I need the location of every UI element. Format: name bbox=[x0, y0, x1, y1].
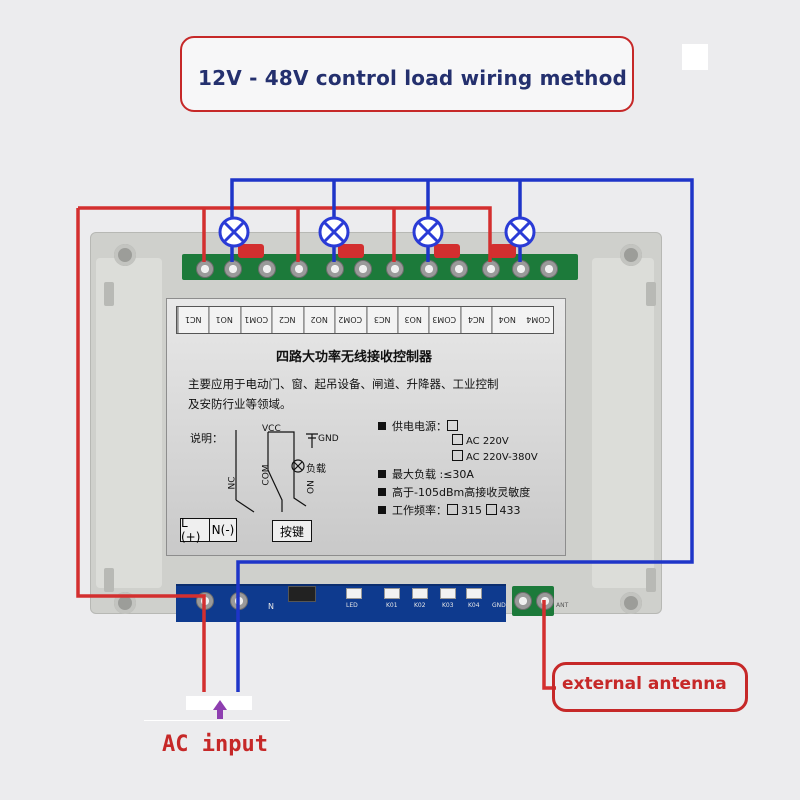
antenna-callout-frame bbox=[552, 662, 748, 712]
pcb-label: K03 bbox=[442, 602, 454, 609]
usage-line: 主要应用于电动门、窗、起吊设备、闸道、升降器、工业控制 bbox=[188, 377, 499, 391]
spec-frequency: 工作频率： 315 433 bbox=[378, 502, 521, 518]
freq-433: 433 bbox=[499, 504, 521, 517]
lamp-icon bbox=[504, 216, 536, 248]
checkbox-icon bbox=[452, 434, 463, 445]
usage-line: 及安防行业等领域。 bbox=[188, 397, 292, 411]
pcb-label: K02 bbox=[414, 602, 426, 609]
spec-max-load: 最大负载 :≤30A bbox=[378, 466, 474, 482]
mount-hole bbox=[114, 244, 136, 266]
pcb-connector bbox=[288, 586, 316, 602]
title-frame bbox=[180, 36, 634, 112]
terminal-screw bbox=[258, 260, 276, 278]
terminal-screw bbox=[450, 260, 468, 278]
diagram-title: 12V - 48V control load wiring method bbox=[198, 66, 628, 90]
pcb-label: LED bbox=[346, 602, 358, 609]
spec-sensitivity-text: 高于-105dBm高接收灵敏度 bbox=[392, 486, 531, 499]
bullet-icon bbox=[378, 488, 386, 496]
lamp-icon bbox=[218, 216, 250, 248]
bullet-icon bbox=[378, 506, 386, 514]
led-indicator bbox=[384, 588, 400, 599]
spec-ac220: AC 220V bbox=[452, 434, 509, 447]
key-button[interactable]: 按键 bbox=[272, 520, 312, 542]
side-slot bbox=[646, 568, 656, 592]
relay-tab bbox=[490, 244, 516, 258]
arrow-up-icon bbox=[213, 700, 227, 710]
relay-tab bbox=[338, 244, 364, 258]
spec-power-text: 供电电源： bbox=[392, 420, 447, 433]
gnd-label: GND bbox=[318, 434, 339, 444]
live-wire bbox=[78, 206, 492, 262]
bullet-icon bbox=[378, 422, 386, 430]
live-wire bbox=[76, 208, 206, 692]
corner-square bbox=[682, 44, 708, 70]
pcb-n-label: N bbox=[268, 602, 274, 611]
panel-usage: 主要应用于电动门、窗、起吊设备、闸道、升降器、工业控制 及安防行业等领域。 bbox=[188, 374, 538, 414]
pin-label-row: NC1 NO1 COM1 NC2 NO2 COM2 NC3 NO3 COM3 N… bbox=[176, 306, 554, 334]
terminal-screw bbox=[540, 260, 558, 278]
spec-sensitivity: 高于-105dBm高接收灵敏度 bbox=[378, 484, 530, 500]
bullet-icon bbox=[378, 470, 386, 478]
side-slot bbox=[104, 568, 114, 592]
spec-frequency-text: 工作频率： bbox=[392, 504, 447, 517]
antenna-label: external antenna bbox=[562, 674, 727, 694]
side-slot bbox=[646, 282, 656, 306]
checkbox-icon bbox=[452, 450, 463, 461]
spec-max-load-text: 最大负载 :≤30A bbox=[392, 468, 474, 481]
led-indicator bbox=[440, 588, 456, 599]
input-underline bbox=[144, 720, 290, 721]
lamp-icon bbox=[412, 216, 444, 248]
explain-label: 说明： bbox=[190, 432, 223, 445]
terminal-screw bbox=[354, 260, 372, 278]
n-terminal-label: N(-) bbox=[209, 518, 237, 542]
led-indicator bbox=[466, 588, 482, 599]
label-panel bbox=[166, 298, 566, 556]
lamp-icon bbox=[318, 216, 350, 248]
spec-ac380: AC 220V-380V bbox=[452, 450, 538, 463]
freq-315: 315 bbox=[461, 504, 482, 517]
pcb-label: GND bbox=[492, 602, 506, 609]
checkbox-icon bbox=[485, 504, 497, 515]
load-label: 负载 bbox=[306, 464, 326, 475]
vcc-label: VCC bbox=[262, 424, 281, 434]
pcb-label: K01 bbox=[386, 602, 398, 609]
panel-title: 四路大功率无线接收控制器 bbox=[276, 350, 433, 365]
led-indicator bbox=[412, 588, 428, 599]
pcb-label: K04 bbox=[468, 602, 480, 609]
led-indicator bbox=[346, 588, 362, 599]
housing-rail-left bbox=[96, 258, 162, 588]
mount-hole bbox=[620, 592, 642, 614]
housing-rail-right bbox=[592, 258, 654, 588]
terminal-screw bbox=[514, 592, 532, 610]
relay-tab bbox=[238, 244, 264, 258]
relay-tab bbox=[434, 244, 460, 258]
side-slot bbox=[104, 282, 114, 306]
relay-schematic-icon bbox=[235, 430, 318, 513]
spec-power: 供电电源： bbox=[378, 418, 461, 434]
pcb-label: ANT bbox=[556, 602, 569, 609]
mount-hole bbox=[620, 244, 642, 266]
checkbox-icon bbox=[447, 504, 458, 515]
checkbox-icon bbox=[447, 420, 458, 431]
ac-input-label: AC input bbox=[162, 732, 268, 757]
spec-ac380-text: AC 220V-380V bbox=[466, 452, 538, 463]
arrow-stem bbox=[217, 709, 223, 719]
spec-ac220-text: AC 220V bbox=[466, 436, 509, 447]
l-terminal-label: L (+) bbox=[180, 516, 210, 544]
neutral-wire bbox=[230, 178, 694, 692]
